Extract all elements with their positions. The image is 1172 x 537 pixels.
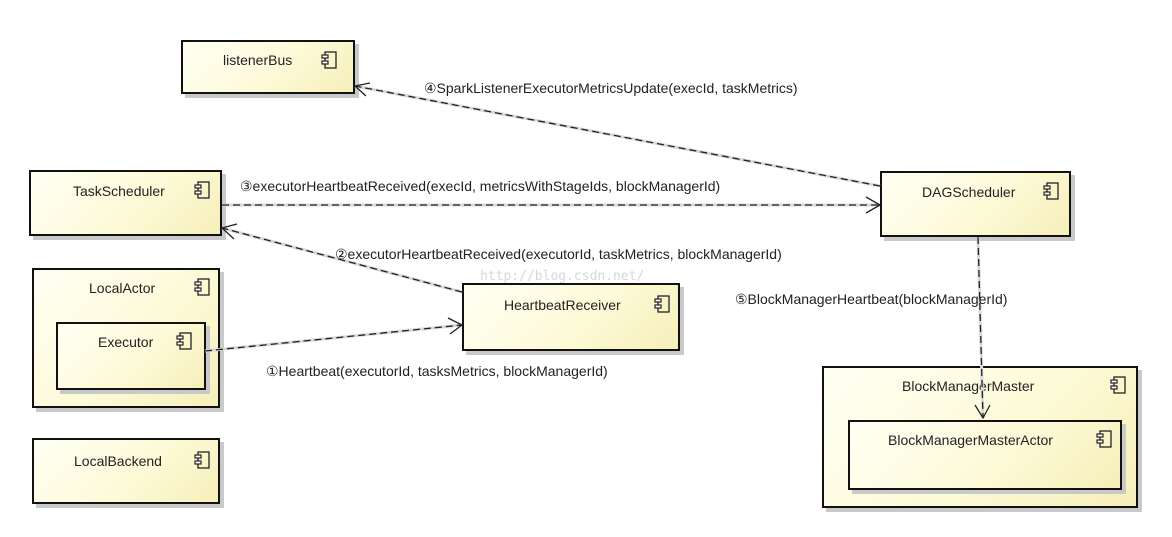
listener-bus-label: listenerBus <box>223 52 293 68</box>
arrow-hb-received-dash <box>221 227 463 293</box>
dag-scheduler-component: DAGScheduler <box>880 171 1071 237</box>
component-icon <box>654 295 670 313</box>
arrowhead-executor-hb <box>865 196 882 214</box>
arrow-heartbeat-dash <box>204 324 463 352</box>
heartbeat-receiver-label: HeartbeatReceiver <box>504 297 621 313</box>
task-scheduler-label: TaskScheduler <box>73 183 165 199</box>
component-icon <box>1096 430 1112 448</box>
block-manager-master-actor-label: BlockManagerMasterActor <box>888 432 1053 448</box>
executor-label: Executor <box>98 334 154 350</box>
arrowhead-hb-received <box>220 223 238 240</box>
local-backend-label: LocalBackend <box>74 453 162 469</box>
message-1-label: ①Heartbeat(executorId, tasksMetrics, blo… <box>266 363 608 379</box>
component-icon <box>1043 182 1059 200</box>
message-5-label: ⑤BlockManagerHeartbeat(blockManagerId) <box>735 291 1008 307</box>
arrow-metrics-update-dash <box>354 85 881 187</box>
message-4-label: ④SparkListenerExecutorMetricsUpdate(exec… <box>424 80 798 96</box>
executor-component: Executor <box>56 322 206 390</box>
message-3-label: ③executorHeartbeatReceived(execId, metri… <box>240 178 721 194</box>
block-manager-master-component: BlockManagerMaster BlockManagerMasterAct… <box>822 366 1138 508</box>
block-manager-master-label: BlockManagerMaster <box>902 378 1035 394</box>
listener-bus-component: listenerBus <box>181 40 355 94</box>
component-icon <box>194 181 210 199</box>
component-icon <box>321 51 337 69</box>
component-icon <box>194 451 210 469</box>
heartbeat-receiver-component: HeartbeatReceiver <box>462 283 680 351</box>
arrowhead-bm-heartbeat <box>974 404 991 420</box>
arrow-bm-heartbeat-dash <box>977 236 984 419</box>
arrowhead-metrics-update <box>353 82 371 97</box>
task-scheduler-component: TaskScheduler <box>29 170 222 236</box>
local-actor-label: LocalActor <box>89 280 156 296</box>
local-backend-component: LocalBackend <box>32 438 220 504</box>
component-icon <box>1110 376 1126 394</box>
local-actor-component: LocalActor Executor <box>32 268 220 408</box>
block-manager-master-actor-component: BlockManagerMasterActor <box>848 420 1122 490</box>
message-2-label: ②executorHeartbeatReceived(executorId, t… <box>335 246 782 262</box>
dag-scheduler-label: DAGScheduler <box>922 184 1016 200</box>
watermark: http://blog.csdn.net/ <box>480 269 645 284</box>
component-icon <box>176 332 192 350</box>
component-icon <box>194 278 210 296</box>
arrowhead-heartbeat <box>447 317 464 335</box>
